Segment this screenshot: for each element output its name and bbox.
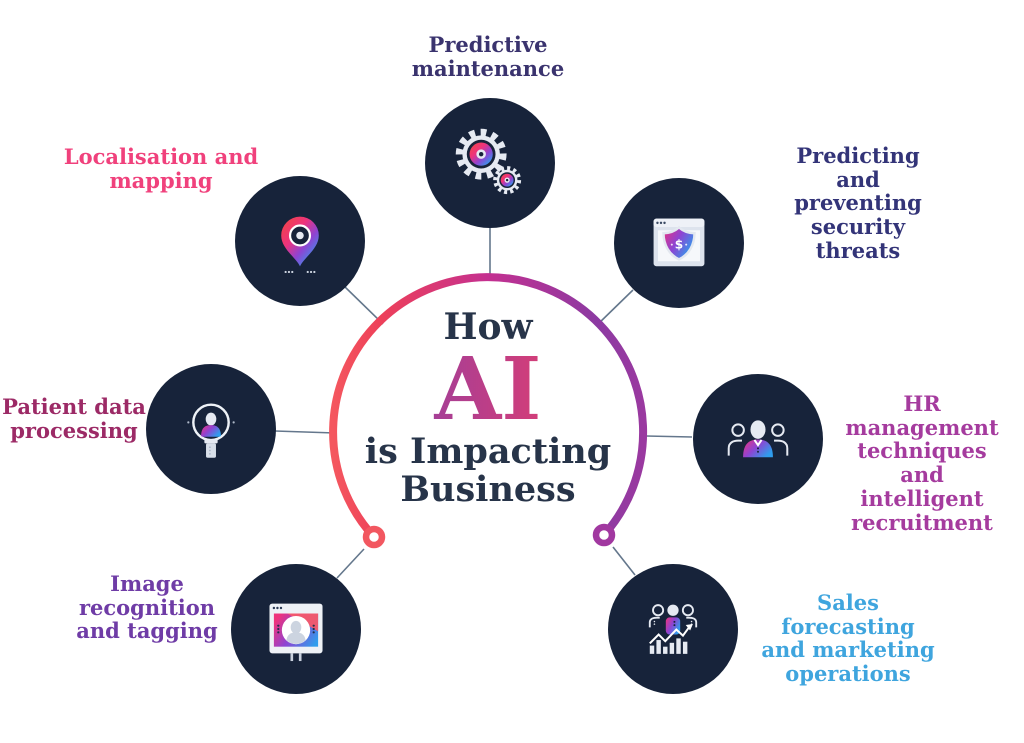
connector-line-bottomright [612,546,636,576]
gears-icon [455,128,522,195]
label-localisation-mapping: Localisation and mapping [63,144,259,193]
connector-lines [274,228,693,579]
arc-endpoint-right [592,523,616,547]
node-sales-forecasting [608,564,738,694]
map-pin-icon [281,216,319,274]
magnifier-person-icon [187,403,235,458]
node-localisation-mapping [235,176,365,306]
center-title: How AI is Impacting Business [328,306,648,510]
label-security-threats: Predicting and preventing security threa… [794,143,922,263]
shield-browser-icon: $ [653,218,705,267]
label-hr-management: HR management techniques and intelligent… [845,391,999,535]
gradient-arc [329,273,648,540]
label-image-recognition: Image recognition and tagging [76,571,218,644]
connector-line-bottomleft [336,548,365,579]
dollar-glyph: $ [675,238,683,252]
node-patient-data [146,364,276,494]
title-subject: is Impacting Business [364,430,612,510]
label-patient-data: Patient data processing [2,394,146,443]
connector-line-right [645,435,693,438]
node-security-threats: $ [614,178,744,308]
label-predictive-maintenance: Predictive maintenance [411,32,565,81]
ai-gradient-text: AI [328,346,648,433]
arc-endpoint-left [362,525,386,549]
title-how: How [443,306,533,348]
image-browser-icon [269,603,323,662]
node-hr-management [693,374,823,504]
people-bar-chart-icon [648,604,698,654]
people-icon [727,420,789,458]
label-sales-forecasting: Sales forecasting and marketing operatio… [761,590,935,687]
node-image-recognition [231,564,361,694]
connector-line-topleft [343,285,384,325]
connector-line-left [274,430,336,434]
node-predictive-maintenance [425,98,555,228]
connector-line-topright [595,289,634,327]
